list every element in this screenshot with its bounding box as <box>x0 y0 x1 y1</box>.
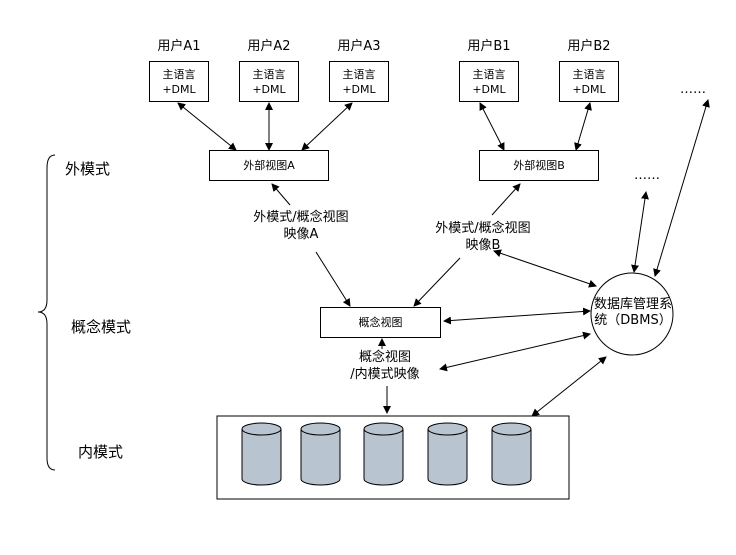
user-label-a3: 用户A3 <box>337 39 381 54</box>
dbms-line1: 数据库管理系 <box>593 297 672 312</box>
arrow-dbms-mapb <box>493 249 597 288</box>
user-box-a1: 主语言+DML <box>149 61 209 102</box>
lang-line: 主语言 <box>162 67 196 81</box>
mapping-b-label: 外模式/概念视图 映像B <box>408 220 558 254</box>
level-brace <box>37 154 56 471</box>
mapping-a-label: 外模式/概念视图 映像A <box>226 209 376 243</box>
inner-mapping-line1: 概念视图 <box>358 350 411 365</box>
arrow-mapa-concept <box>315 251 351 307</box>
arrow-viewa-up <box>271 183 291 206</box>
arrow-b2-viewb <box>574 102 592 151</box>
user-label-a2: 用户A2 <box>247 39 291 54</box>
dbms-line2: 统（DBMS） <box>594 313 672 328</box>
mapping-b-line1: 外模式/概念视图 <box>435 221 531 236</box>
lang-line: 主语言 <box>472 67 506 81</box>
user-label-b2: 用户B2 <box>567 39 611 54</box>
level-internal: 内模式 <box>78 443 124 461</box>
mapping-a-line2: 映像A <box>283 227 319 242</box>
level-external: 外模式 <box>65 160 111 178</box>
database-cylinder <box>363 422 404 486</box>
arrow-dbms-concept <box>443 307 591 325</box>
database-cylinder <box>300 422 341 486</box>
ellipsis-top: …… <box>680 82 706 97</box>
user-box-a3: 主语言+DML <box>329 61 389 102</box>
arrow-dbms-mapinner <box>439 331 591 372</box>
external-view-a: 外部视图A <box>209 150 329 181</box>
level-conceptual: 概念模式 <box>71 318 132 336</box>
user-label-b1: 用户B1 <box>467 39 511 54</box>
arrow-dbms-ellipsis-top <box>653 99 710 277</box>
lang-line: 主语言 <box>572 67 606 81</box>
arrow-dbms-storage <box>531 356 607 417</box>
dml-line: +DML <box>572 82 606 96</box>
user-box-a2: 主语言+DML <box>239 61 299 102</box>
dbms-circle <box>590 272 674 356</box>
lang-line: 主语言 <box>342 67 376 81</box>
storage-cylinders <box>241 422 532 486</box>
database-cylinder <box>427 422 468 486</box>
arrow-a3-viewa <box>301 102 353 151</box>
lang-line: 主语言 <box>252 67 286 81</box>
arrow-a1-viewa <box>177 102 237 151</box>
user-box-b1: 主语言+DML <box>459 61 519 102</box>
user-label-a1: 用户A1 <box>157 39 201 54</box>
arrow-viewb-up <box>491 183 521 216</box>
database-cylinder <box>491 422 532 486</box>
arrow-dbms-ellipsis-mid <box>631 191 649 273</box>
database-cylinder <box>241 422 282 486</box>
mapping-b-line2: 映像B <box>465 238 501 253</box>
dml-line: +DML <box>342 82 376 96</box>
dml-line: +DML <box>252 82 286 96</box>
concept-view: 概念视图 <box>320 307 441 338</box>
arrow-b1-viewb <box>479 102 505 151</box>
user-box-b2: 主语言+DML <box>559 61 619 102</box>
dml-line: +DML <box>472 82 506 96</box>
dml-line: +DML <box>162 82 196 96</box>
arrow-mapb-concept <box>413 257 461 307</box>
inner-mapping-line2: /内模式映像 <box>350 367 420 382</box>
inner-mapping-label: 概念视图 /内模式映像 <box>320 349 450 383</box>
external-view-b: 外部视图B <box>479 150 599 181</box>
ellipsis-mid: …… <box>634 168 660 183</box>
mapping-a-line1: 外模式/概念视图 <box>253 210 349 225</box>
dbms-label: 数据库管理系 统（DBMS） <box>592 297 674 329</box>
